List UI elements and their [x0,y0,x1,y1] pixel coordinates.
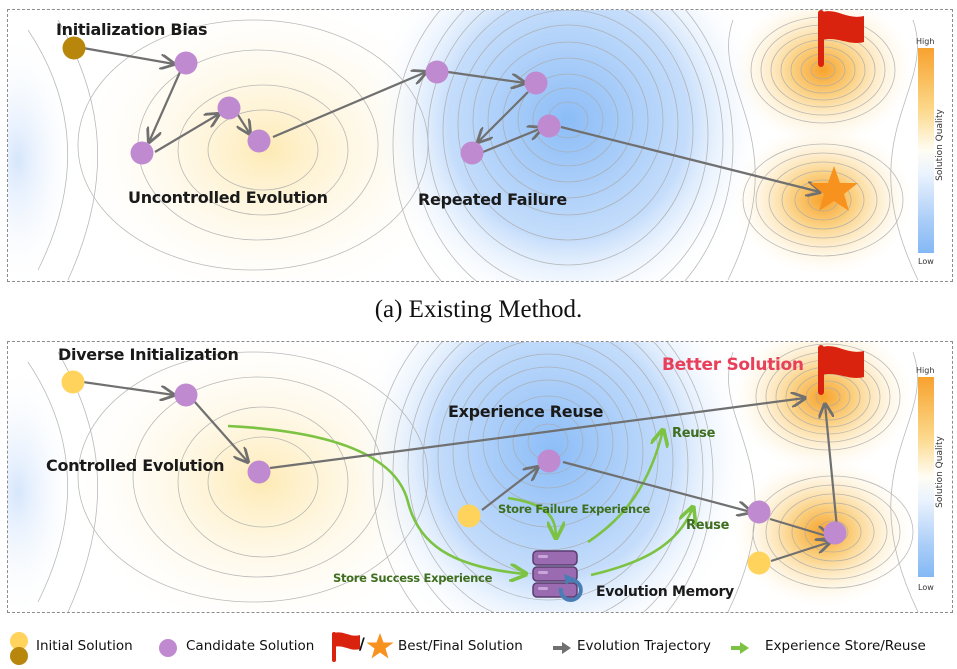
legend-evolution-trajectory: Evolution Trajectory [577,638,711,654]
label-store-success-experience: Store Success Experience [333,571,493,585]
gray-arrow-legend-icon [553,642,571,654]
legend-candidate-solution: Candidate Solution [186,638,315,654]
star-legend-icon [366,633,394,659]
candidate-solution [130,141,154,165]
label-controlled-evolution: Controlled Evolution [46,456,225,475]
traj-c7-to-c8 [477,128,542,156]
colorbar-title: Solution Quality [934,109,945,181]
green-arrow-legend-icon [731,642,749,654]
colorbar-high-label: High [916,37,935,46]
candidate-solution [537,449,561,473]
legend-separator: / [359,634,365,653]
candidate-solution [174,383,198,407]
refresh-icon [558,577,583,602]
label-better-solution: Better Solution [662,355,804,375]
colorbar-low-label: Low [918,257,934,266]
colorbar-gradient [918,377,934,577]
traj-c5-to-c6 [447,70,525,83]
traj-c2-to-flag [269,398,805,470]
label-evolution-memory: Evolution Memory [596,584,734,600]
initial-solution [457,504,481,528]
legend-experience-store-reuse: Experience Store/Reuse [765,638,926,654]
candidate-solution [425,60,449,84]
legend: Initial Solution Candidate Solution / Be… [0,628,957,668]
traj-c2-to-c3 [154,114,219,153]
evolution-memory-database-icon [532,550,583,602]
colorbar-title: Solution Quality [934,436,945,508]
traj-init-to-c1 [82,46,174,64]
traj-init-to-c1 [82,380,174,395]
initial-solution-biased [62,36,86,60]
flag-legend-icon [332,632,360,662]
evolution-trajectories [82,46,820,192]
fitness-landscape-a [8,10,919,281]
traj-c4-to-c5 [272,72,426,139]
traj-c8-to-star [560,125,820,192]
reuse-arrow-1 [587,430,663,544]
traj-c3-to-c4 [238,114,250,134]
label-reuse: Reuse [672,426,716,441]
colorbar-low-label: Low [918,583,934,592]
label-store-failure-experience: Store Failure Experience [498,502,650,516]
label-uncontrolled-evolution: Uncontrolled Evolution [128,188,328,207]
candidate-solution [524,71,548,95]
label-reuse: Reuse [686,518,730,533]
candidate-solution [823,521,847,545]
label-initialization-bias: Initialization Bias [56,20,208,39]
traj-c3-to-c4 [562,460,751,512]
reuse-arrow-2 [590,507,693,577]
colorbar-high-label: High [916,366,935,375]
candidate-solution [247,460,271,484]
evolution-trajectories [82,380,839,563]
candidate-solution [247,129,271,153]
traj-c4-to-c5 [769,517,830,537]
candidate-solution [460,141,484,165]
final-solution-star-icon [810,166,858,211]
candidate-solution-legend-icon [159,639,177,657]
colorbar-gradient [918,48,934,253]
traj-init3-to-c5 [770,542,830,563]
best-solution-flag-icon [818,10,864,67]
legend-initial-solution: Initial Solution [36,638,133,654]
experience-arrows [227,424,693,577]
caption-existing-method: (a) Existing Method. [374,296,583,323]
label-repeated-failure: Repeated Failure [418,190,567,209]
fitness-landscape-b [8,342,919,612]
label-diverse-initialization: Diverse Initialization [58,345,239,364]
store-success-arrow [227,424,526,574]
store-failure-arrow [507,496,556,538]
traj-c1-to-c2 [149,71,182,142]
candidate-solution [537,114,561,138]
initial-solution [61,370,85,394]
candidate-solution [217,96,241,120]
traj-c1-to-c2 [193,400,248,462]
initial-solution [747,551,771,575]
traj-c6-to-c7 [478,91,529,142]
label-experience-reuse: Experience Reuse [448,402,604,421]
legend-best-final-solution: Best/Final Solution [398,638,523,654]
traj-c5-to-flag [825,404,839,529]
initial-solution-legend-icon [10,632,28,665]
panel-existing-method: Initialization Bias Uncontrolled Evoluti… [7,9,953,282]
panel-proposed-method: Diverse Initialization Controlled Evolut… [7,341,953,613]
contour-lines [27,10,919,281]
best-solution-flag-icon [818,345,864,395]
candidate-solution [747,500,771,524]
traj-init2-to-c3 [481,467,538,511]
candidate-solution [174,51,198,75]
